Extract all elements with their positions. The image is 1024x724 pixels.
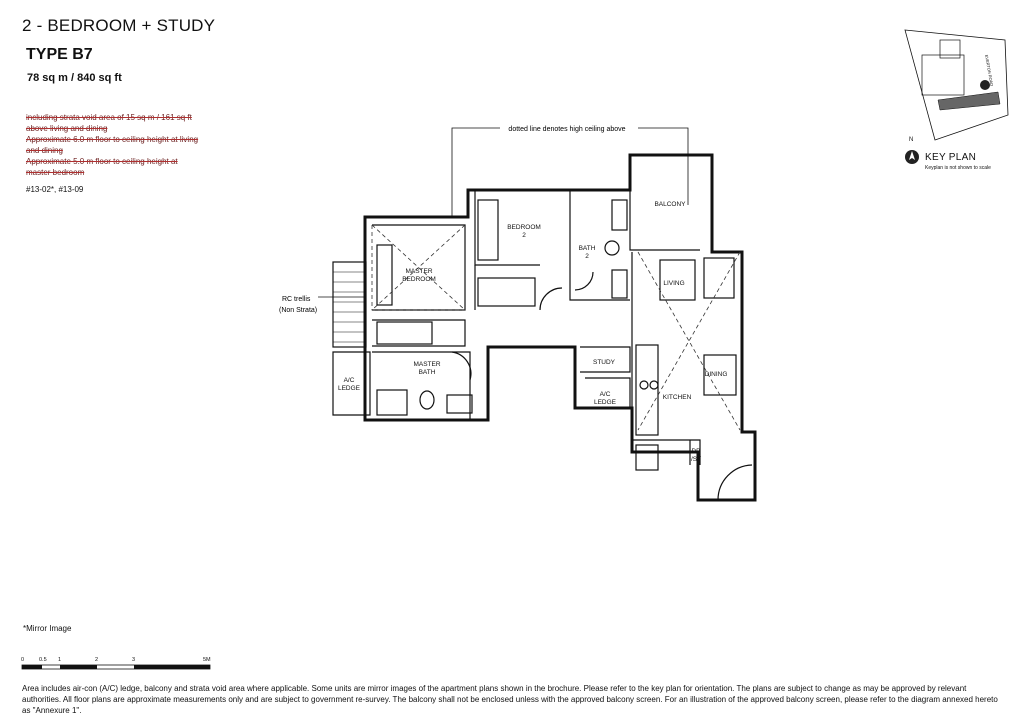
room-dining: DINING: [705, 371, 728, 378]
room-living: LIVING: [663, 280, 684, 287]
keyplan-label: KEY PLAN: [925, 152, 977, 163]
keyplan-north: N: [909, 137, 914, 143]
scale-bar: [21, 664, 211, 670]
high-ceiling-dashes: [371, 224, 741, 431]
page-title: 2 - BEDROOM + STUDY: [22, 16, 216, 35]
plan-walls: [332, 153, 757, 502]
room-bath2-num: 2: [585, 253, 589, 260]
room-master-bath-sub: BATH: [419, 369, 436, 376]
room-bedroom2: BEDROOM: [507, 224, 541, 231]
note-ceiling-master: Approximate 5.0 m floor to ceiling heigh…: [26, 157, 178, 177]
trellis-slats: [333, 271, 366, 343]
key-plan: EVERTON ROAD: [904, 29, 1009, 164]
room-db: DB: [691, 448, 700, 455]
scale-tick-2: 2: [95, 657, 98, 663]
room-balcony: BALCONY: [654, 201, 686, 208]
room-db-sub: /ST: [691, 456, 701, 463]
room-study: STUDY: [593, 359, 616, 366]
note-strata-void: including strata void area of 15 sq m / …: [26, 113, 192, 133]
scale-tick-0: 0: [21, 657, 24, 663]
trellis-label-sub: (Non Strata): [279, 307, 317, 314]
room-kitchen: KITCHEN: [663, 394, 692, 401]
scale-labels: 0 0.5 1 2 3 5M: [21, 657, 211, 663]
mirror-note: *Mirror Image: [23, 624, 72, 633]
room-bath2: BATH: [579, 245, 596, 252]
room-ac-ledge-left-sub: LEDGE: [338, 385, 361, 392]
room-ac-ledge-right-sub: LEDGE: [594, 399, 617, 406]
room-master-bath: MASTER: [413, 361, 440, 368]
room-master-bedroom-sub: BEDROOM: [402, 276, 436, 283]
footer-disclaimer: Area includes air-con (A/C) ledge, balco…: [22, 684, 998, 715]
scale-tick-3: 3: [132, 657, 135, 663]
scale-tick-1: 1: [58, 657, 61, 663]
scale-tick-5m: 5M: [203, 657, 211, 663]
scale-tick-0-5: 0.5: [39, 657, 47, 663]
room-ac-ledge-right: A/C: [600, 391, 611, 398]
unit-type: TYPE B7: [26, 46, 93, 63]
dotted-line-note: dotted line denotes high ceiling above: [508, 126, 625, 133]
unit-numbers: #13-02*, #13-09: [26, 185, 84, 194]
keyplan-road: EVERTON ROAD: [984, 54, 994, 86]
keyplan-note: Keyplan is not shown to scale: [925, 165, 991, 171]
room-master-bedroom: MASTER: [405, 268, 432, 275]
note-ceiling-living: Approximate 6.0 m floor to ceiling heigh…: [26, 135, 199, 155]
room-ac-ledge-left: A/C: [344, 377, 355, 384]
room-bedroom2-num: 2: [522, 232, 526, 239]
trellis-label: RC trellis: [282, 296, 311, 303]
unit-area: 78 sq m / 840 sq ft: [27, 72, 122, 84]
room-labels: BALCONY BEDROOM 2 BATH 2 MASTER BEDROOM …: [338, 201, 727, 463]
